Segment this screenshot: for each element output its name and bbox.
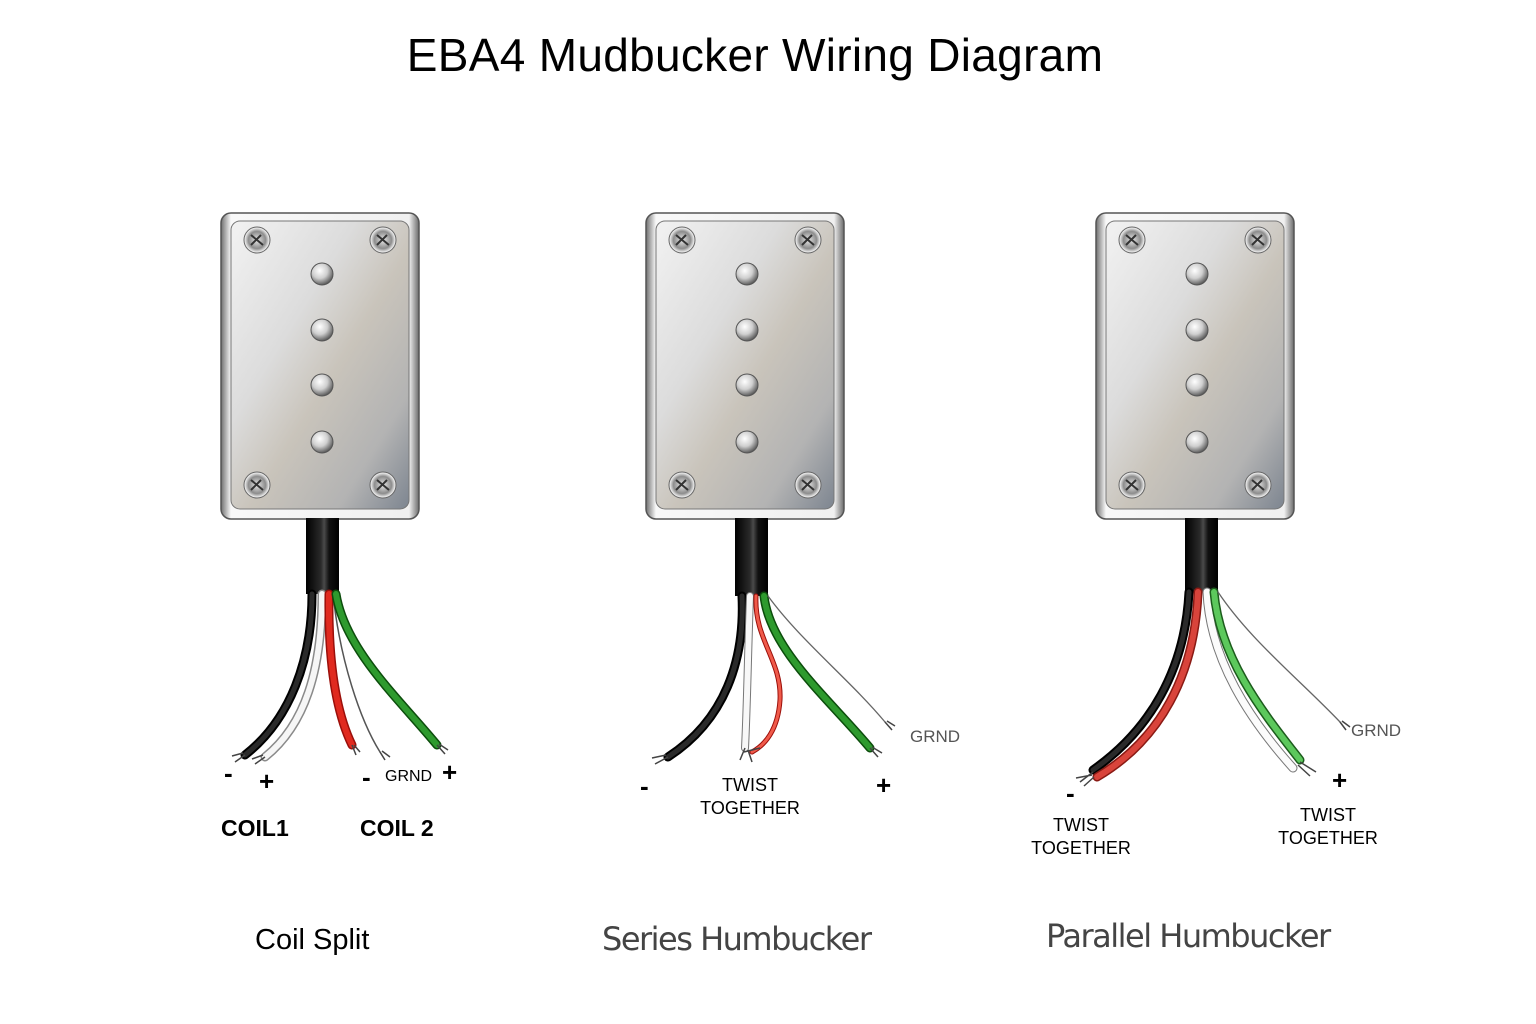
wire-tips-series-humbucker <box>651 720 896 765</box>
parallel-left-twist-together-label: TWIST TOGETHER <box>1021 814 1141 860</box>
wire-bare <box>767 595 886 723</box>
twist-line-1: TWIST <box>1300 805 1356 825</box>
cable-sleeve-parallel-humbucker <box>1185 518 1218 592</box>
diagram-title: EBA4 Mudbucker Wiring Diagram <box>406 29 1104 81</box>
coil-split-ground-label: GRND <box>385 768 433 785</box>
wires-series-humbucker <box>663 591 886 762</box>
coil1-label: COIL1 <box>221 815 289 841</box>
parallel-ground-label: GRND <box>1351 721 1402 740</box>
caption-coil-split: Coil Split <box>255 924 370 956</box>
pickup-coil-split <box>220 212 420 520</box>
series-twist-together-label: TWIST TOGETHER <box>690 774 810 820</box>
coil2-positive-label: + <box>442 757 458 787</box>
wires-coil-split <box>240 589 442 762</box>
twist-line-2: TOGETHER <box>1278 828 1378 848</box>
series-negative-label: - <box>640 771 649 801</box>
cable-sleeve-series-humbucker <box>735 518 768 596</box>
series-ground-label: GRND <box>910 727 961 746</box>
coil1-positive-label: + <box>259 766 275 796</box>
twist-line-1: TWIST <box>1053 815 1109 835</box>
twist-line-2: TOGETHER <box>700 798 800 818</box>
caption-parallel-humbucker: Parallel Humbucker <box>1046 917 1331 955</box>
wire-tips-coil-split <box>231 743 449 765</box>
coil1-negative-label: - <box>224 758 233 788</box>
twist-line-2: TOGETHER <box>1031 838 1131 858</box>
parallel-negative-label: - <box>1066 778 1075 808</box>
wire-bare <box>1217 591 1341 723</box>
parallel-right-twist-together-label: TWIST TOGETHER <box>1268 804 1388 850</box>
series-positive-label: + <box>876 770 892 800</box>
cable-sleeve-coil-split <box>306 518 339 594</box>
twist-line-1: TWIST <box>722 775 778 795</box>
wire-green <box>331 589 442 750</box>
pickup-series-humbucker <box>645 212 845 520</box>
caption-series-humbucker: Series Humbucker <box>602 920 872 958</box>
wire-green <box>759 591 875 753</box>
coil2-negative-label: - <box>362 762 371 792</box>
coil2-label: COIL 2 <box>360 815 434 841</box>
wire-bare <box>332 593 381 753</box>
wire-tips-parallel-humbucker <box>1075 720 1351 787</box>
parallel-positive-label: + <box>1332 765 1348 795</box>
pickup-parallel-humbucker <box>1095 212 1295 520</box>
wires-parallel-humbucker <box>1088 587 1341 782</box>
